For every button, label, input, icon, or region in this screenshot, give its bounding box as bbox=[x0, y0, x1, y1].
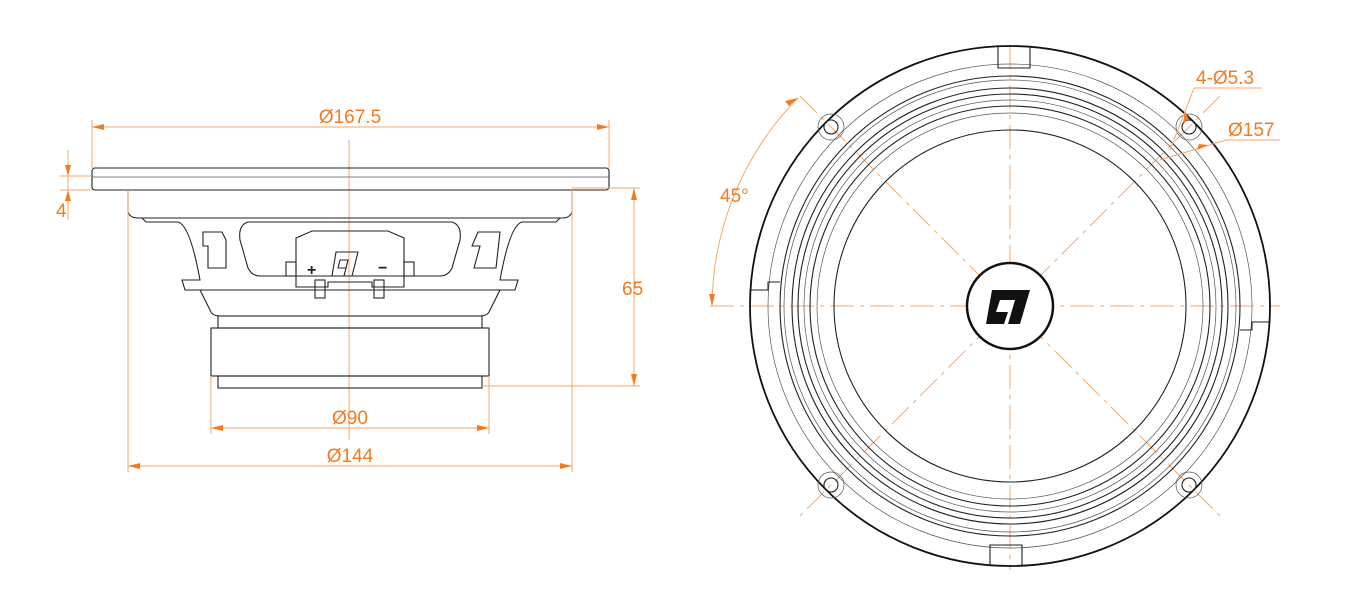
brand-logo-icon bbox=[471, 231, 501, 269]
positive-label: + bbox=[307, 262, 316, 279]
basket-window bbox=[239, 221, 461, 277]
frame-flange bbox=[91, 167, 610, 191]
terminal-left bbox=[285, 261, 297, 277]
front-view: 45° 4-Ø5.3 Ø157 bbox=[709, 45, 1280, 570]
brand-logo-icon bbox=[202, 231, 227, 269]
magnet bbox=[210, 327, 490, 377]
frame-outer bbox=[749, 45, 1271, 567]
magnet-diameter-label: Ø90 bbox=[332, 408, 368, 429]
hole-circle-label: Ø157 bbox=[1228, 120, 1274, 141]
terminal-right bbox=[403, 261, 415, 277]
terminal-tab-neg bbox=[373, 279, 385, 299]
hole-angle-label: 45° bbox=[720, 186, 749, 207]
basket-diameter-label: Ø144 bbox=[327, 446, 374, 467]
negative-label: − bbox=[378, 260, 387, 277]
center-logo bbox=[965, 261, 1055, 351]
basket-rim bbox=[127, 190, 573, 219]
depth-label: 65 bbox=[622, 279, 643, 300]
frame-thickness-label: 4 bbox=[56, 201, 67, 222]
brand-logo-icon bbox=[986, 290, 1030, 324]
side-view: + − Ø167.5 4 65 Ø90 Ø144 bbox=[56, 107, 643, 472]
back-plate bbox=[217, 375, 483, 389]
mounting-holes bbox=[817, 113, 1203, 499]
frame-diameter-label: Ø167.5 bbox=[319, 107, 381, 128]
top-plate bbox=[217, 315, 483, 329]
terminal-block bbox=[295, 230, 405, 288]
brand-logo-icon bbox=[331, 251, 359, 277]
mounting-holes-label: 4-Ø5.3 bbox=[1196, 68, 1254, 89]
terminal-tab-pos bbox=[314, 279, 326, 299]
angle-arc bbox=[711, 97, 799, 307]
